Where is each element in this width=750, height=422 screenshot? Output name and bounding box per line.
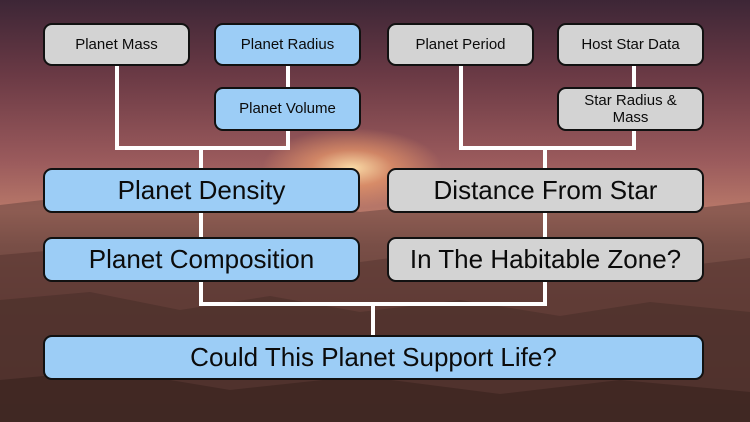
- connector-radius-volume: [286, 64, 290, 88]
- conclusion-label: Could This Planet Support Life?: [190, 341, 557, 372]
- star-radius-mass-box: Star Radius & Mass: [557, 87, 704, 131]
- planet-volume-label: Planet Volume: [239, 100, 336, 118]
- connector-distance-up: [543, 148, 547, 169]
- connector-star-radius-down: [632, 130, 636, 148]
- planet-density-label: Planet Density: [117, 174, 286, 205]
- host-star-data-box: Host Star Data: [557, 23, 704, 66]
- connector-mass-down: [115, 64, 119, 148]
- host-star-data-label: Host Star Data: [581, 35, 680, 53]
- connector-volume-down: [286, 130, 290, 148]
- connector-density-composition: [199, 212, 203, 238]
- planet-mass-box: Planet Mass: [43, 23, 190, 66]
- planet-volume-box: Planet Volume: [214, 87, 361, 131]
- planet-composition-box: Planet Composition: [43, 237, 360, 282]
- star-radius-mass-label-line1: Star Radius &: [584, 91, 677, 109]
- distance-from-star-box: Distance From Star: [387, 168, 704, 213]
- connector-host-star: [632, 64, 636, 88]
- star-radius-mass-label-line2: Mass: [612, 109, 649, 126]
- connector-period-down: [459, 64, 463, 148]
- connector-habitable-down: [543, 281, 547, 305]
- planet-mass-label: Planet Mass: [75, 35, 158, 53]
- planet-period-label: Planet Period: [415, 35, 506, 53]
- connector-density-up: [199, 148, 203, 169]
- connector-distance-habitable: [543, 212, 547, 238]
- planet-density-box: Planet Density: [43, 168, 360, 213]
- planet-radius-label: Planet Radius: [240, 35, 335, 53]
- distance-from-star-label: Distance From Star: [433, 174, 658, 205]
- habitable-zone-label: In The Habitable Zone?: [409, 243, 682, 274]
- planet-radius-box: Planet Radius: [214, 23, 361, 66]
- conclusion-box: Could This Planet Support Life?: [43, 335, 704, 380]
- connector-to-conclusion: [371, 304, 375, 336]
- habitable-zone-box: In The Habitable Zone?: [387, 237, 704, 282]
- connector-composition-down: [199, 281, 203, 305]
- planet-period-box: Planet Period: [387, 23, 534, 66]
- planet-composition-label: Planet Composition: [88, 243, 315, 274]
- connector-star-horizontal: [459, 146, 636, 150]
